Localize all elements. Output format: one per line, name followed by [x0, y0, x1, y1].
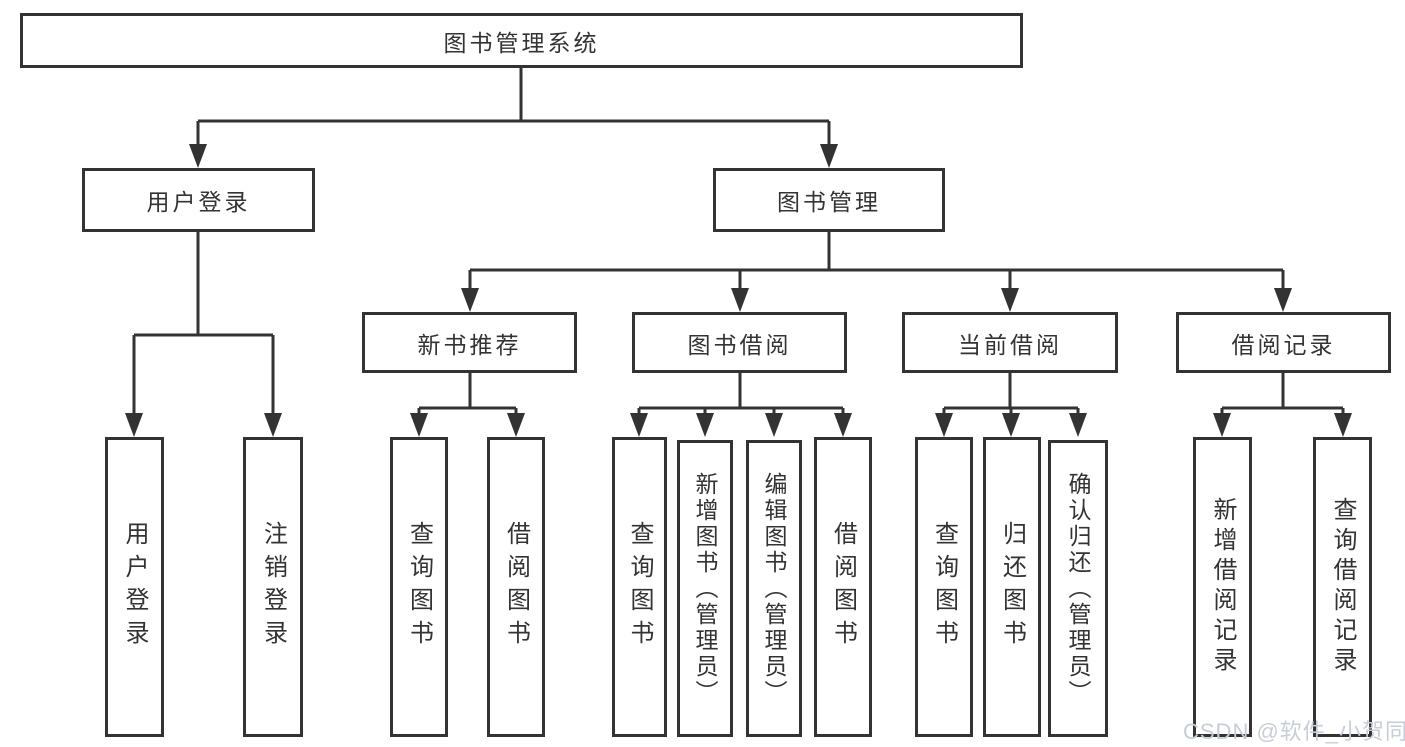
arrow-leaf-bb-borrow [834, 413, 852, 437]
leaf-br-query-record: 查询借阅记录 [1313, 437, 1372, 737]
arrow-borrow-records [1274, 288, 1292, 312]
leaf-cb-query-book-label: 查询图书 [930, 521, 958, 653]
node-book-borrow-label: 图书借阅 [687, 331, 792, 358]
leaf-nbr-borrow-book: 借阅图书 [487, 437, 545, 737]
node-book-mgmt: 图书管理 [713, 168, 945, 232]
leaf-cb-confirm-return-label: 确认归还（管理员） [1065, 471, 1091, 706]
leaf-logout-label: 注销登录 [259, 521, 287, 653]
arrow-book-borrow [731, 288, 749, 312]
leaf-br-query-record-label: 查询借阅记录 [1329, 497, 1356, 677]
leaf-bb-query-book: 查询图书 [612, 437, 667, 737]
leaf-logout: 注销登录 [243, 437, 303, 737]
node-borrow-records-label: 借阅记录 [1231, 331, 1336, 358]
edge-book-mgmt-split [468, 232, 1285, 294]
leaf-bb-query-book-label: 查询图书 [626, 521, 653, 653]
arrow-leaf-cb-confirm [1069, 413, 1087, 437]
arrow-leaf-user-login [125, 413, 143, 437]
edge-current-borrow-split [942, 373, 1080, 419]
leaf-bb-edit-book-label: 编辑图书（管理员） [761, 471, 787, 706]
leaf-bb-borrow-book-label: 借阅图书 [829, 521, 857, 653]
arrow-leaf-bb-edit [765, 413, 783, 437]
leaf-nbr-query-book: 查询图书 [390, 437, 448, 737]
arrow-leaf-br-query [1334, 413, 1352, 437]
arrow-leaf-bb-add [696, 413, 714, 437]
arrow-leaf-br-add [1213, 413, 1231, 437]
node-borrow-records: 借阅记录 [1176, 312, 1391, 373]
leaf-user-login: 用户登录 [105, 437, 164, 737]
edge-borrow-records-split [1220, 373, 1345, 419]
node-current-borrow-label: 当前借阅 [958, 331, 1062, 358]
edge-root-to-level2 [196, 68, 831, 150]
leaf-br-add-record: 新增借阅记录 [1193, 437, 1252, 737]
watermark-text: CSDN @软件_小贺同学 [1183, 719, 1405, 744]
arrow-new-book-rec [461, 288, 479, 312]
edge-user-login-split [132, 232, 275, 419]
arrow-user-login [189, 144, 207, 168]
leaf-cb-return-book-label: 归还图书 [998, 521, 1026, 653]
leaf-cb-confirm-return: 确认归还（管理员） [1048, 440, 1108, 737]
node-new-book-rec: 新书推荐 [362, 312, 577, 373]
arrow-leaf-nbr-query [410, 413, 428, 437]
arrow-current-borrow [1001, 288, 1019, 312]
arrow-leaf-cb-query [935, 413, 953, 437]
node-root-label: 图书管理系统 [443, 29, 600, 56]
node-user-login-label: 用户登录 [146, 189, 251, 215]
node-user-login: 用户登录 [82, 168, 315, 232]
arrow-book-mgmt [820, 144, 838, 168]
node-current-borrow: 当前借阅 [902, 312, 1118, 373]
leaf-br-add-record-label: 新增借阅记录 [1209, 497, 1236, 677]
edge-new-book-rec-split [417, 373, 518, 419]
leaf-nbr-borrow-book-label: 借阅图书 [502, 521, 530, 653]
arrow-leaf-logout [264, 413, 282, 437]
arrow-leaf-nbr-borrow [507, 413, 525, 437]
leaf-nbr-query-book-label: 查询图书 [405, 521, 433, 653]
leaf-cb-return-book: 归还图书 [983, 437, 1041, 737]
node-root: 图书管理系统 [20, 13, 1023, 68]
node-book-mgmt-label: 图书管理 [777, 189, 881, 215]
arrow-leaf-bb-query [630, 413, 648, 437]
leaf-cb-query-book: 查询图书 [915, 437, 973, 737]
node-new-book-rec-label: 新书推荐 [417, 331, 522, 358]
leaf-bb-edit-book: 编辑图书（管理员） [746, 440, 802, 737]
node-book-borrow: 图书借阅 [632, 312, 847, 373]
leaf-user-login-label: 用户登录 [121, 521, 148, 653]
leaf-bb-add-book-label: 新增图书（管理员） [692, 471, 718, 706]
arrowheads [125, 144, 1352, 437]
leaf-bb-borrow-book: 借阅图书 [814, 437, 872, 737]
leaf-bb-add-book: 新增图书（管理员） [677, 440, 733, 737]
arrow-leaf-cb-return [1002, 413, 1020, 437]
edge-book-borrow-split [637, 373, 845, 419]
